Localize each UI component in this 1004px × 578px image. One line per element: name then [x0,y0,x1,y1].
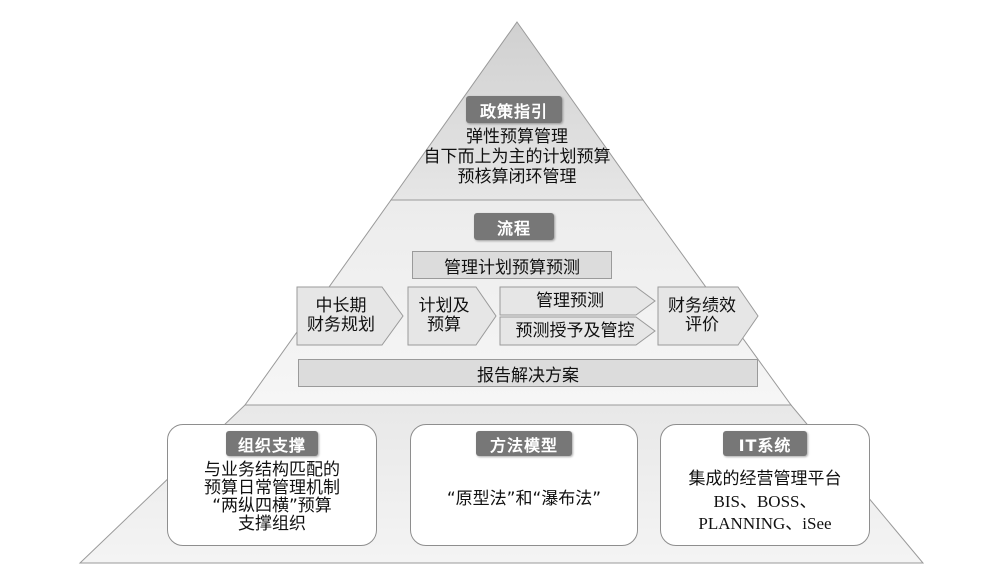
policy-badge: 政策指引 [466,96,562,123]
process-arrow-3a [499,286,656,316]
step-performance-evaluation: 财务绩效 评价 [658,287,746,345]
org-support-line-2: 预算日常管理机制 [204,478,340,498]
step2-line-1: 计划及 [418,296,470,316]
org-support-badge: 组织支撑 [226,431,318,456]
process-arrow-2 [407,286,497,346]
policy-line-1: 弹性预算管理 [466,127,568,147]
org-support-line-4: 支撑组织 [238,514,306,534]
it-system-line-3: PLANNING、iSee [698,514,832,533]
step1-line-1: 中长期 [315,296,367,316]
method-model-badge: 方法模型 [476,431,572,456]
policy-line-3: 预核算闭环管理 [457,167,577,187]
it-system-badge: IT系统 [723,431,807,456]
plan-budget-forecast-bar: 管理计划预算预测 [412,251,612,279]
step-forecast-control: 预测授予及管控 [515,320,635,341]
it-system-line-2: BIS、BOSS、 [713,492,817,511]
it-system-line-1: 集成的经营管理平台 [688,469,842,489]
step2-line-2: 预算 [427,315,461,335]
org-support-line-1: 与业务结构匹配的 [204,460,340,480]
policy-line-2: 自下而上为主的计划预算 [423,147,611,167]
process-badge: 流程 [474,213,554,240]
process-arrow-4 [657,286,759,346]
process-arrow-3b [499,316,656,346]
org-support-line-3: “两纵四横”预算 [212,496,332,516]
method-model-line-1: “原型法”和“瀑布法” [446,489,602,509]
step-management-forecast: 管理预测 [536,290,604,311]
step4-line-2: 评价 [685,315,719,335]
process-arrow-1 [296,286,404,346]
step4-line-1: 财务绩效 [668,296,736,316]
report-solution-bar: 报告解决方案 [298,359,758,387]
step-plan-budget: 计划及 预算 [408,287,480,345]
step1-line-2: 财务规划 [307,315,375,335]
step-long-term-planning: 中长期 财务规划 [297,287,385,345]
